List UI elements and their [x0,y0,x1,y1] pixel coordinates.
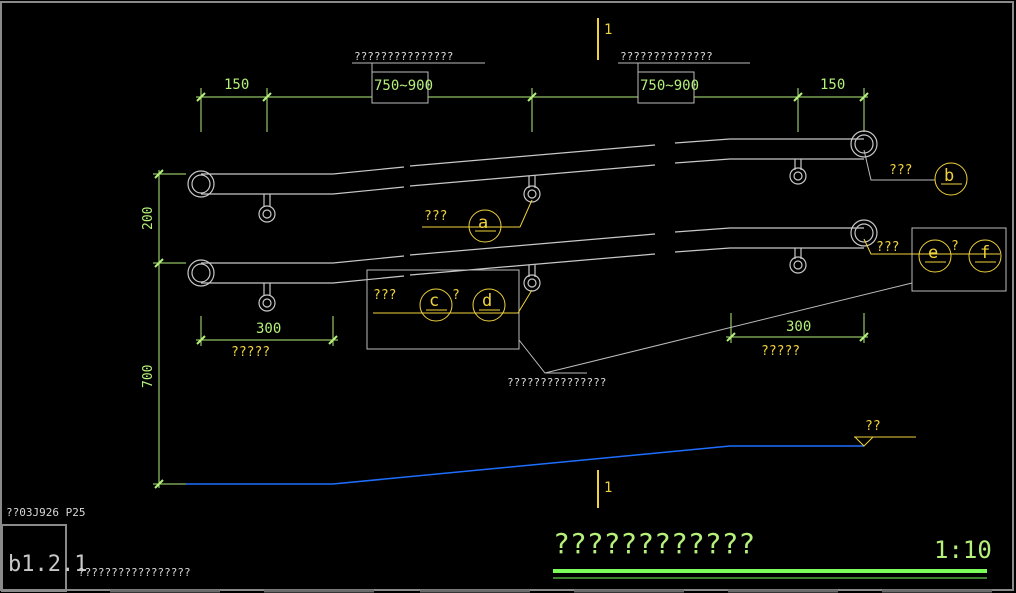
label-right-bottom: ????? [761,344,800,359]
reference-text: ??03J926 P25 [6,506,85,519]
dim-300-right: 300 [786,319,811,335]
note-top-left: ??????????????? [354,50,453,63]
dim-box-left [371,71,429,104]
drawing-scale: 1:10 [934,536,992,564]
callout-cd-text: ??? [373,288,396,303]
dim-300-left-lines [196,316,338,346]
callout-cd-box [366,269,520,350]
callout-cd-separator: ? [452,288,460,303]
callout-d-circle [472,288,506,322]
callout-a-letter: a [478,213,488,233]
callout-f-circle [968,239,1002,273]
note-top-right: ?????????????? [620,50,713,63]
sheet-number-box [1,524,67,592]
section-mark-bottom-label: 1 [604,480,612,496]
lower-handrail [187,219,878,312]
callout-cd-leader [373,289,533,314]
callout-b-letter: b [944,166,954,186]
dim-top-150-right: 150 [820,77,845,93]
vertical-dimension-chain [153,169,186,489]
callout-c-circle [419,288,453,322]
level-mark [854,436,916,447]
callout-f-letter: f [980,243,990,263]
dim-700: 700 [141,365,156,388]
dim-top-150-left: 150 [224,77,249,93]
callout-a-circle [468,209,502,243]
sheet-caption: ????????????????? [78,566,191,579]
label-left-bottom: ????? [231,345,270,360]
callout-ef-separator: ? [951,239,959,254]
top-dimension-chain [196,88,869,132]
level-label: ?? [865,419,881,434]
dim-top-750-900-right: 750~900 [640,78,699,94]
callout-b-leader [863,149,935,181]
callout-b-text: ??? [889,163,912,178]
main-title: ???????????? [553,527,755,560]
callout-e-letter: e [928,243,938,263]
callout-a-text: ??? [424,209,447,224]
callout-d-letter: d [482,291,492,311]
sheet-number: b1.2.1 [8,552,87,577]
upper-handrail [187,130,878,223]
callout-a-leader [422,199,533,228]
dim-200: 200 [141,207,156,230]
dim-300-right-lines [726,313,869,343]
dim-300-left: 300 [256,321,281,337]
callout-b-circle [934,162,968,196]
callout-ef-leader [863,238,1000,255]
callout-ef-box [911,227,1007,292]
ground-line [186,445,864,485]
section-mark-top-label: 1 [604,22,612,38]
callout-ef-text: ??? [876,240,899,255]
note-center-bottom-leaders [518,282,913,374]
dim-top-750-900-left: 750~900 [374,78,433,94]
note-center-bottom: ??????????????? [507,376,606,389]
dim-box-right [637,71,695,104]
callout-c-letter: c [429,291,439,311]
callout-e-circle [918,239,952,273]
